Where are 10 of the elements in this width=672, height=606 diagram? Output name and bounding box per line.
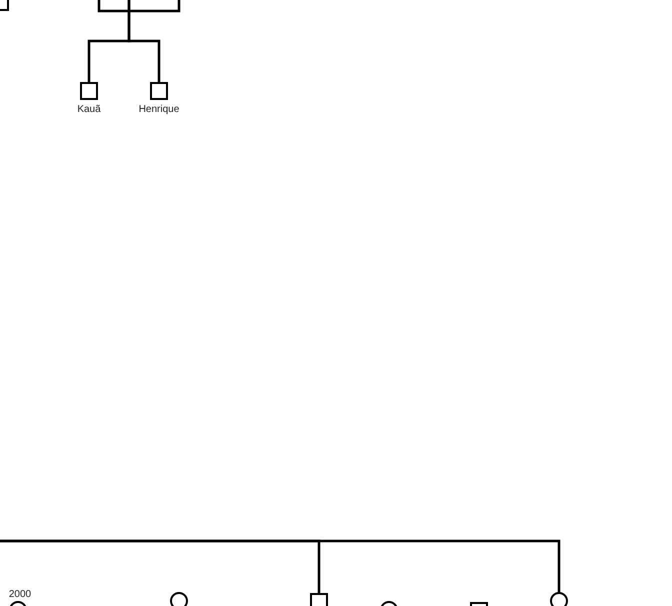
birth-year: 2000 xyxy=(8,589,32,600)
person-name: Henrique xyxy=(138,104,180,115)
square-symbol xyxy=(150,82,168,100)
descent-line xyxy=(0,540,560,592)
square-symbol xyxy=(310,593,328,606)
circle-symbol xyxy=(550,592,568,606)
person-name: Kauã xyxy=(77,104,101,115)
circle-symbol xyxy=(170,592,188,606)
square-symbol xyxy=(80,82,98,100)
descent-line xyxy=(128,0,160,82)
